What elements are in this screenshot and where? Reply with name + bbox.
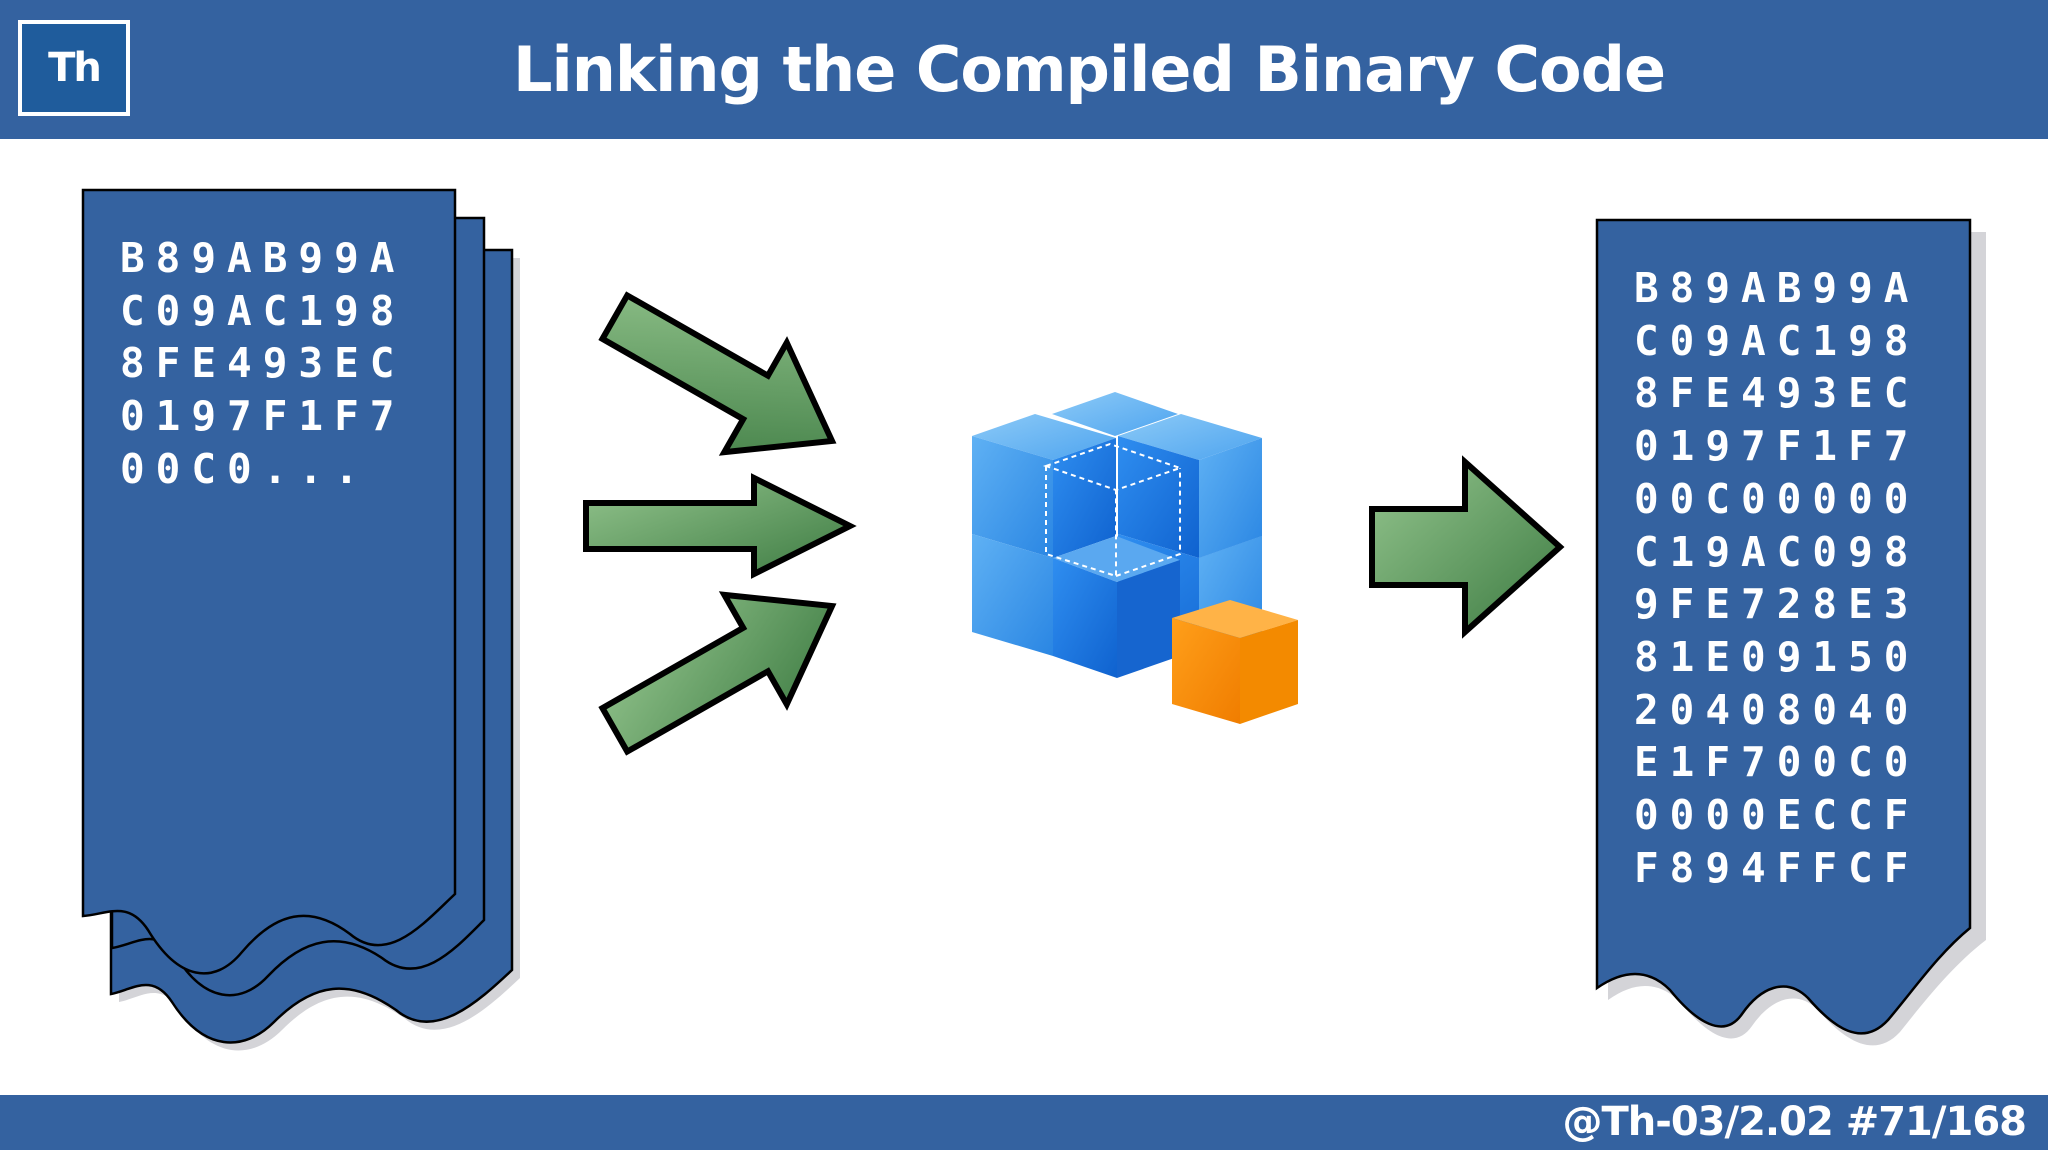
logo-text: Th <box>48 45 102 91</box>
page-title: Linking the Compiled Binary Code <box>512 33 1666 106</box>
footer-banner: @Th-03/2.02 #71/168 <box>0 1095 2048 1150</box>
stacked-cubes-icon <box>972 392 1298 724</box>
output-code-text: B89AB99A C09AC198 8FE493EC 0197F1F7 00C0… <box>1634 264 1920 892</box>
slide-footer-label: @Th-03/2.02 #71/168 <box>1562 1099 2027 1145</box>
input-document-stack <box>81 188 520 1051</box>
arrow-output-icon <box>1369 455 1565 639</box>
output-document <box>1595 218 1986 1046</box>
input-code-text: B89AB99A C09AC198 8FE493EC 0197F1F7 00C0… <box>120 234 406 493</box>
arrow-bottom-icon <box>598 591 837 756</box>
arrow-top-icon <box>598 291 837 456</box>
header-banner <box>0 0 2048 139</box>
logo: Th <box>18 20 130 116</box>
arrow-middle-icon <box>583 473 857 579</box>
document-page-front <box>81 188 457 975</box>
